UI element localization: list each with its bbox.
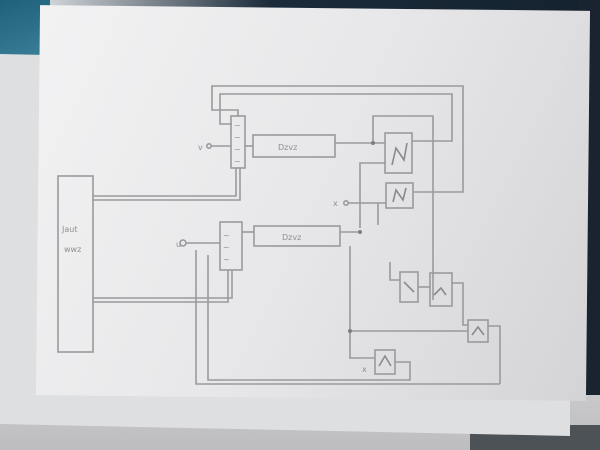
sum-mid [385,182,414,209]
tall-block-label-2: wwz [64,245,81,254]
delay-bottom: Dzvz [253,225,341,247]
input-mid-label: x [333,199,338,208]
input-top-label: v [198,143,203,152]
wires [93,85,501,385]
sum-symbol-icon [391,142,408,166]
mux-top-pin: ~ [234,145,241,154]
sum-top [384,132,413,174]
mux-top: ~ ~ ~ ~ [230,115,246,169]
input-bottom-label: x [362,365,367,374]
mux-bottom-pin: ~ [223,231,230,240]
mux-top-pin: ~ [234,121,241,130]
junctions [348,141,375,333]
delay-top-label: Dzvz [278,143,297,152]
sum-symbol-icon [471,325,485,336]
mux-bottom-pin: ~ [223,255,230,264]
tall-block: Jaut wwz [57,175,94,353]
gain-left [399,271,419,303]
input-left-label: u [176,240,181,249]
mux-top-pin: ~ [234,157,241,166]
mux-bottom-pin: ~ [223,243,230,252]
mux-bottom: ~ ~ ~ [219,221,243,271]
tall-block-label-1: Jaut [61,225,77,234]
input-left: u [176,239,187,249]
delay-bottom-label: Dzvz [282,233,301,242]
sum-lower-right [467,319,489,343]
input-top: v [198,143,213,152]
mux-top-pin: ~ [234,133,241,142]
sum-symbol-icon [433,286,447,296]
sum-right-pair [429,272,453,307]
sum-symbol-icon [392,187,407,203]
sum-bottom [374,349,396,375]
gain-symbol-icon [403,281,415,293]
input-mid: x [333,199,349,208]
input-bottom: x [362,365,367,374]
delay-top: Dzvz [252,134,336,158]
sum-symbol-icon [378,354,392,367]
